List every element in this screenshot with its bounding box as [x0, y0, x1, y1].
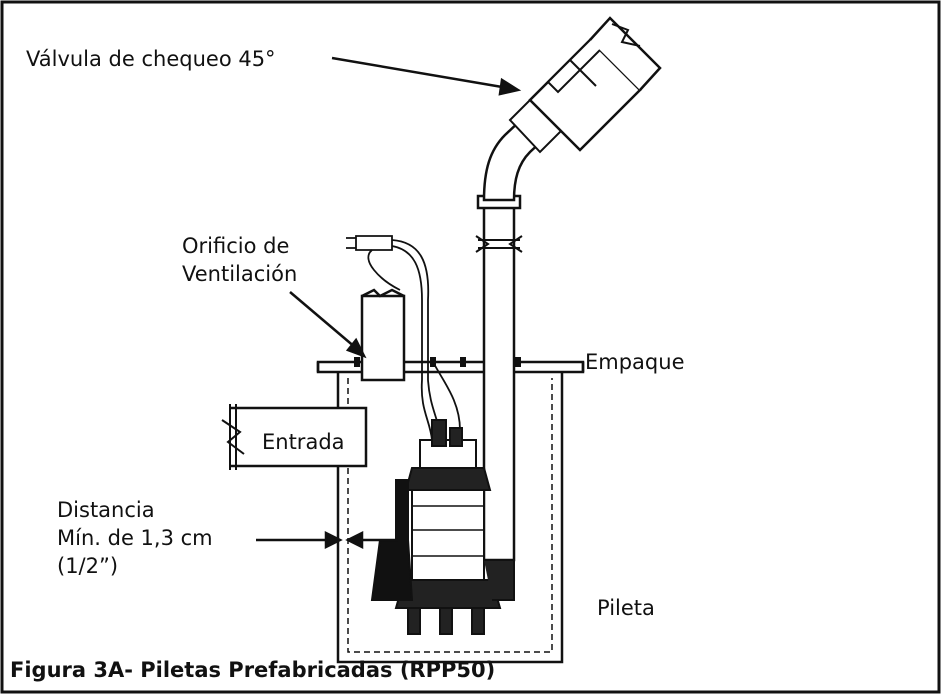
distance-label-line2: Mín. de 1,3 cm — [57, 526, 213, 550]
basin-label: Pileta — [597, 596, 655, 620]
pump — [394, 419, 515, 635]
figure-caption: Figura 3A- Piletas Prefabricadas (RPP50) — [10, 658, 496, 682]
gasket-label: Empaque — [585, 350, 685, 374]
inlet-label: Entrada — [262, 430, 345, 454]
inlet-pipe — [221, 404, 368, 470]
check-valve-label: Válvula de chequeo 45° — [26, 47, 276, 71]
vent-label-line1: Orificio de — [182, 234, 290, 258]
discharge-pipe — [475, 16, 662, 562]
distance-label-line3: (1/2”) — [57, 554, 119, 578]
leader-arrows — [256, 56, 522, 550]
distance-label-line1: Distancia — [57, 498, 155, 522]
vent-pipe — [360, 288, 406, 382]
float-switch — [370, 479, 414, 601]
vent-label-line2: Ventilación — [182, 262, 298, 286]
